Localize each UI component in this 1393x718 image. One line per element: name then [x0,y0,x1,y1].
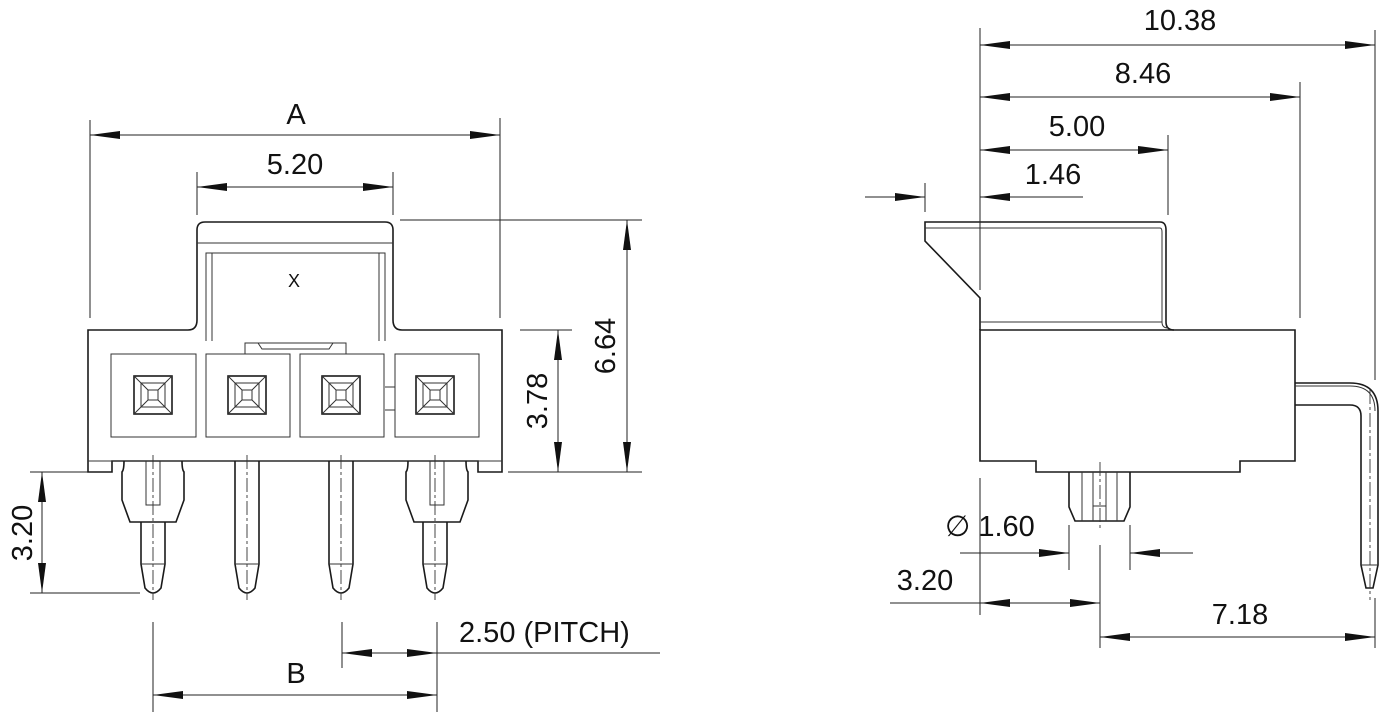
cavity-4 [394,353,480,438]
latch-ramp [244,342,347,354]
cavity-1 [110,353,197,438]
cavity-2 [205,353,291,438]
dim-10-38-label: 10.38 [1144,5,1217,37]
dim-5-00-label: 5.00 [1049,111,1105,143]
dim-6-64-label: 6.64 [590,318,622,374]
boss-4 [405,460,469,523]
right-angle-pin [1295,382,1379,589]
side-body-outline [979,329,1296,473]
cavities [110,353,480,438]
dim-3-78-label: 3.78 [522,373,554,429]
side-peg [1068,472,1131,522]
cavity-3 [299,353,385,438]
dim-8-46-label: 8.46 [1115,58,1171,90]
dim-5-20-label: 5.20 [267,149,323,181]
dim-peg-diameter-label: ∅ 1.60 [945,511,1035,543]
dim-a-label: A [286,99,306,131]
marking-x: X [288,271,300,291]
dim-3-20-side-label: 3.20 [897,565,953,597]
front-view: X A 5.20 3.78 6.64 3.20 [7,99,660,712]
housing-outline [87,221,503,473]
pins [121,455,469,600]
boss-1 [121,460,185,523]
dim-1-46-label: 1.46 [1025,159,1081,191]
dim-3-20-front-label: 3.20 [7,505,39,561]
front-dimensions: A 5.20 3.78 6.64 3.20 2.50 (PITCH) B [7,99,660,712]
side-view: 10.38 8.46 5.00 1.46 ∅ 1.60 3.20 7.18 [865,5,1379,648]
dim-b-label: B [286,658,305,690]
dim-pitch-label: 2.50 (PITCH) [459,617,630,649]
latch-window [205,252,386,341]
side-dimensions: 10.38 8.46 5.00 1.46 ∅ 1.60 3.20 7.18 [865,5,1376,648]
latch-outline [924,221,1175,331]
dim-7-18-label: 7.18 [1212,599,1268,631]
